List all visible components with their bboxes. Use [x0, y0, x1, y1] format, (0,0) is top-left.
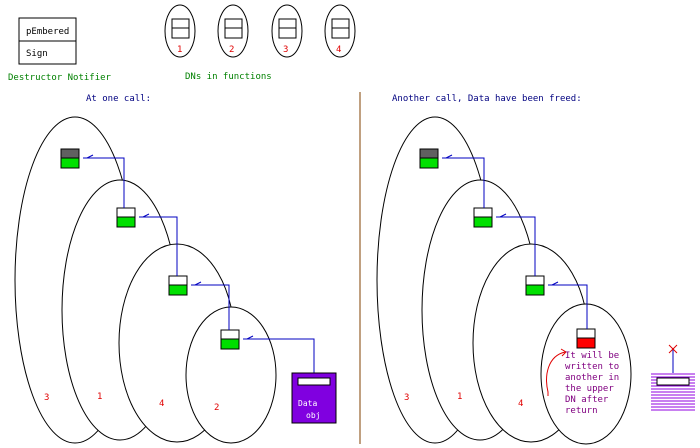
dn-box: [60, 148, 80, 169]
dn-box: [168, 275, 188, 296]
dn-function-number: 3: [283, 45, 288, 55]
frame-number: 3: [44, 393, 49, 403]
dn-functions-group: 1 2 3 4 DNs in functions: [164, 4, 356, 82]
frame-number: 4: [159, 399, 164, 409]
note-line: return: [565, 406, 598, 416]
dn-function-2: 2: [217, 4, 249, 58]
legend-row-sign: Sign: [26, 49, 48, 59]
cross-icon: [668, 344, 678, 354]
dn-box: [220, 329, 240, 350]
note-line: the upper: [565, 384, 614, 394]
data-object: Data obj: [291, 372, 337, 424]
frame-number: 1: [97, 392, 102, 402]
link-lines: [442, 154, 588, 329]
destructor-notifier-legend: pEmbered Sign Destructor Notifier: [8, 17, 112, 83]
dn-box: [116, 207, 136, 228]
dn-function-number: 1: [177, 45, 182, 55]
frame-number: 4: [518, 399, 523, 409]
right-panel-title: Another call, Data have been freed:: [392, 94, 582, 104]
left-panel: At one call:: [14, 94, 337, 444]
dn-box: [419, 148, 439, 169]
dn-function-1: 1: [164, 4, 196, 58]
arrow-head-icon: [560, 348, 567, 357]
stack-frame-ellipse: [540, 303, 632, 445]
dn-function-4: 4: [324, 4, 356, 58]
stack-frame-ellipse: [185, 306, 277, 444]
note-line: another in: [565, 373, 619, 383]
right-panel: Another call, Data have been freed:: [376, 94, 695, 445]
frame-number: 1: [457, 392, 462, 402]
dn-function-number: 2: [229, 45, 234, 55]
data-object-label-line2: obj: [306, 411, 320, 420]
dn-box: [473, 207, 493, 228]
dn-function-number: 4: [336, 45, 341, 55]
note-line: It will be: [565, 351, 619, 361]
dn-functions-caption: DNs in functions: [185, 72, 272, 82]
freed-data-object: [651, 344, 695, 413]
return-arrow: [546, 351, 566, 396]
legend-row-pembered: pEmbered: [26, 27, 69, 37]
dn-box: [525, 275, 545, 296]
data-object-label-line1: Data: [298, 399, 317, 408]
freed-note: It will be written to another in the upp…: [565, 351, 619, 416]
frame-number: 2: [214, 403, 219, 413]
note-line: written to: [565, 362, 619, 372]
frame-number: 3: [404, 393, 409, 403]
left-panel-title: At one call:: [86, 94, 151, 104]
dn-function-3: 3: [271, 4, 303, 58]
note-line: DN after: [565, 395, 609, 405]
link-lines: [83, 154, 315, 373]
dn-box-freed: [576, 328, 596, 349]
legend-caption: Destructor Notifier: [8, 73, 112, 83]
